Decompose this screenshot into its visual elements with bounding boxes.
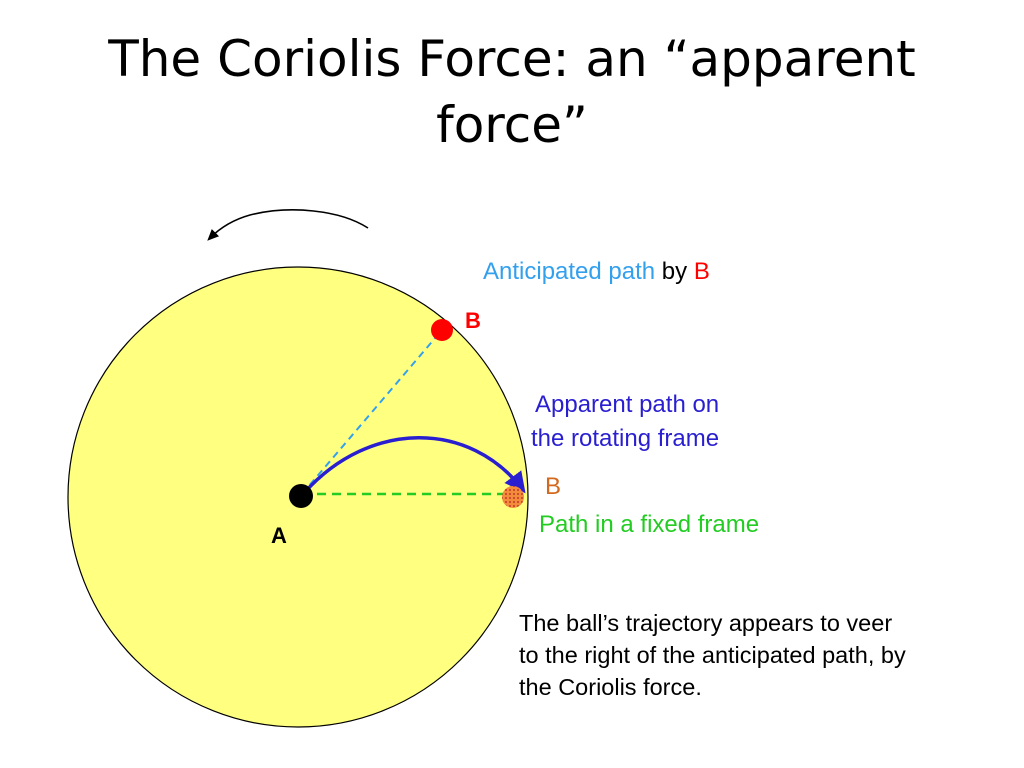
ball-a — [289, 484, 313, 508]
title-line-1: The Coriolis Force: an “apparent — [108, 30, 916, 88]
fixed-frame-path-label: Path in a fixed frame — [539, 511, 760, 538]
explanation-note: The ball’s trajectory appears to veer to… — [519, 607, 906, 703]
apparent-path-line-1: Apparent path on — [535, 391, 720, 418]
note-line-1: The ball’s trajectory appears to veer — [519, 610, 893, 636]
target-b-red-ball — [431, 319, 453, 341]
note-line-2: to the right of the anticipated path, by — [519, 642, 906, 668]
apparent-path-label: Apparent path on the rotating frame — [531, 388, 720, 456]
note-line-3: the Coriolis force. — [519, 674, 702, 700]
label-b-top: B — [465, 308, 481, 333]
anticipated-path-label: Anticipated path by B — [483, 256, 710, 288]
counterclockwise-arrow-icon — [207, 209, 369, 241]
label-b-orange: B — [545, 473, 562, 500]
label-a: A — [271, 523, 287, 548]
anticipated-b-text: B — [693, 258, 710, 285]
anticipated-by-text: by — [661, 258, 688, 285]
apparent-path-curve — [303, 436, 526, 494]
anticipated-path-text: Anticipated path — [483, 258, 656, 285]
title-line-2: force” — [436, 96, 588, 154]
target-b-orange-ball — [502, 486, 524, 508]
slide-title: The Coriolis Force: an “apparent force” — [0, 26, 1024, 158]
apparent-path-line-2: the rotating frame — [531, 425, 720, 452]
